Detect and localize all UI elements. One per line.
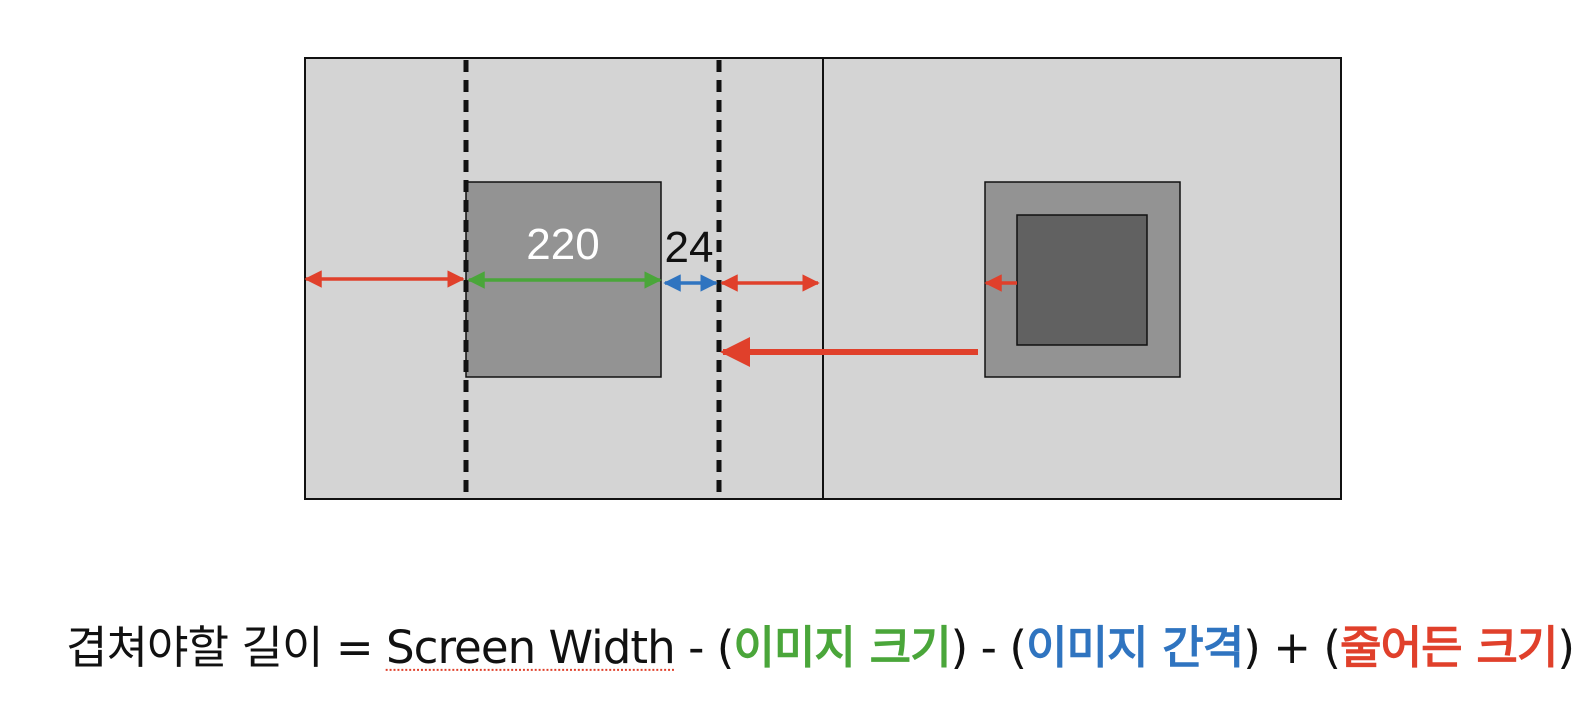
formula-paren-close-1: ) [950, 620, 969, 674]
formula-reduced-size: 줄어든 크기 [1340, 620, 1558, 674]
formula-paren-open-1: ( [716, 620, 735, 674]
formula-paren-open-3: ( [1323, 620, 1341, 674]
formula-minus-1: - [688, 620, 704, 674]
formula-screen-width: Screen Width [386, 620, 676, 674]
image-gap-label: 24 [665, 223, 714, 272]
reduced-image-box [1016, 214, 1148, 346]
image-width-label: 220 [526, 220, 599, 269]
formula-paren-open-2: ( [1009, 620, 1027, 674]
overlap-diagram: 220 24 [304, 57, 1342, 500]
formula-paren-close-3: ) [1557, 620, 1575, 674]
formula-minus-2: - [980, 620, 997, 674]
formula-equals: = [335, 620, 374, 674]
formula-lhs: 겹쳐야할 길이 [66, 620, 323, 674]
overlap-formula: 겹쳐야할 길이 = Screen Width - (이미지 크기) - (이미지… [66, 612, 1575, 677]
formula-paren-close-2: ) [1243, 620, 1261, 674]
formula-plus: + [1273, 620, 1311, 674]
formula-image-size: 이미지 크기 [733, 620, 951, 674]
formula-image-gap: 이미지 간격 [1025, 620, 1244, 674]
